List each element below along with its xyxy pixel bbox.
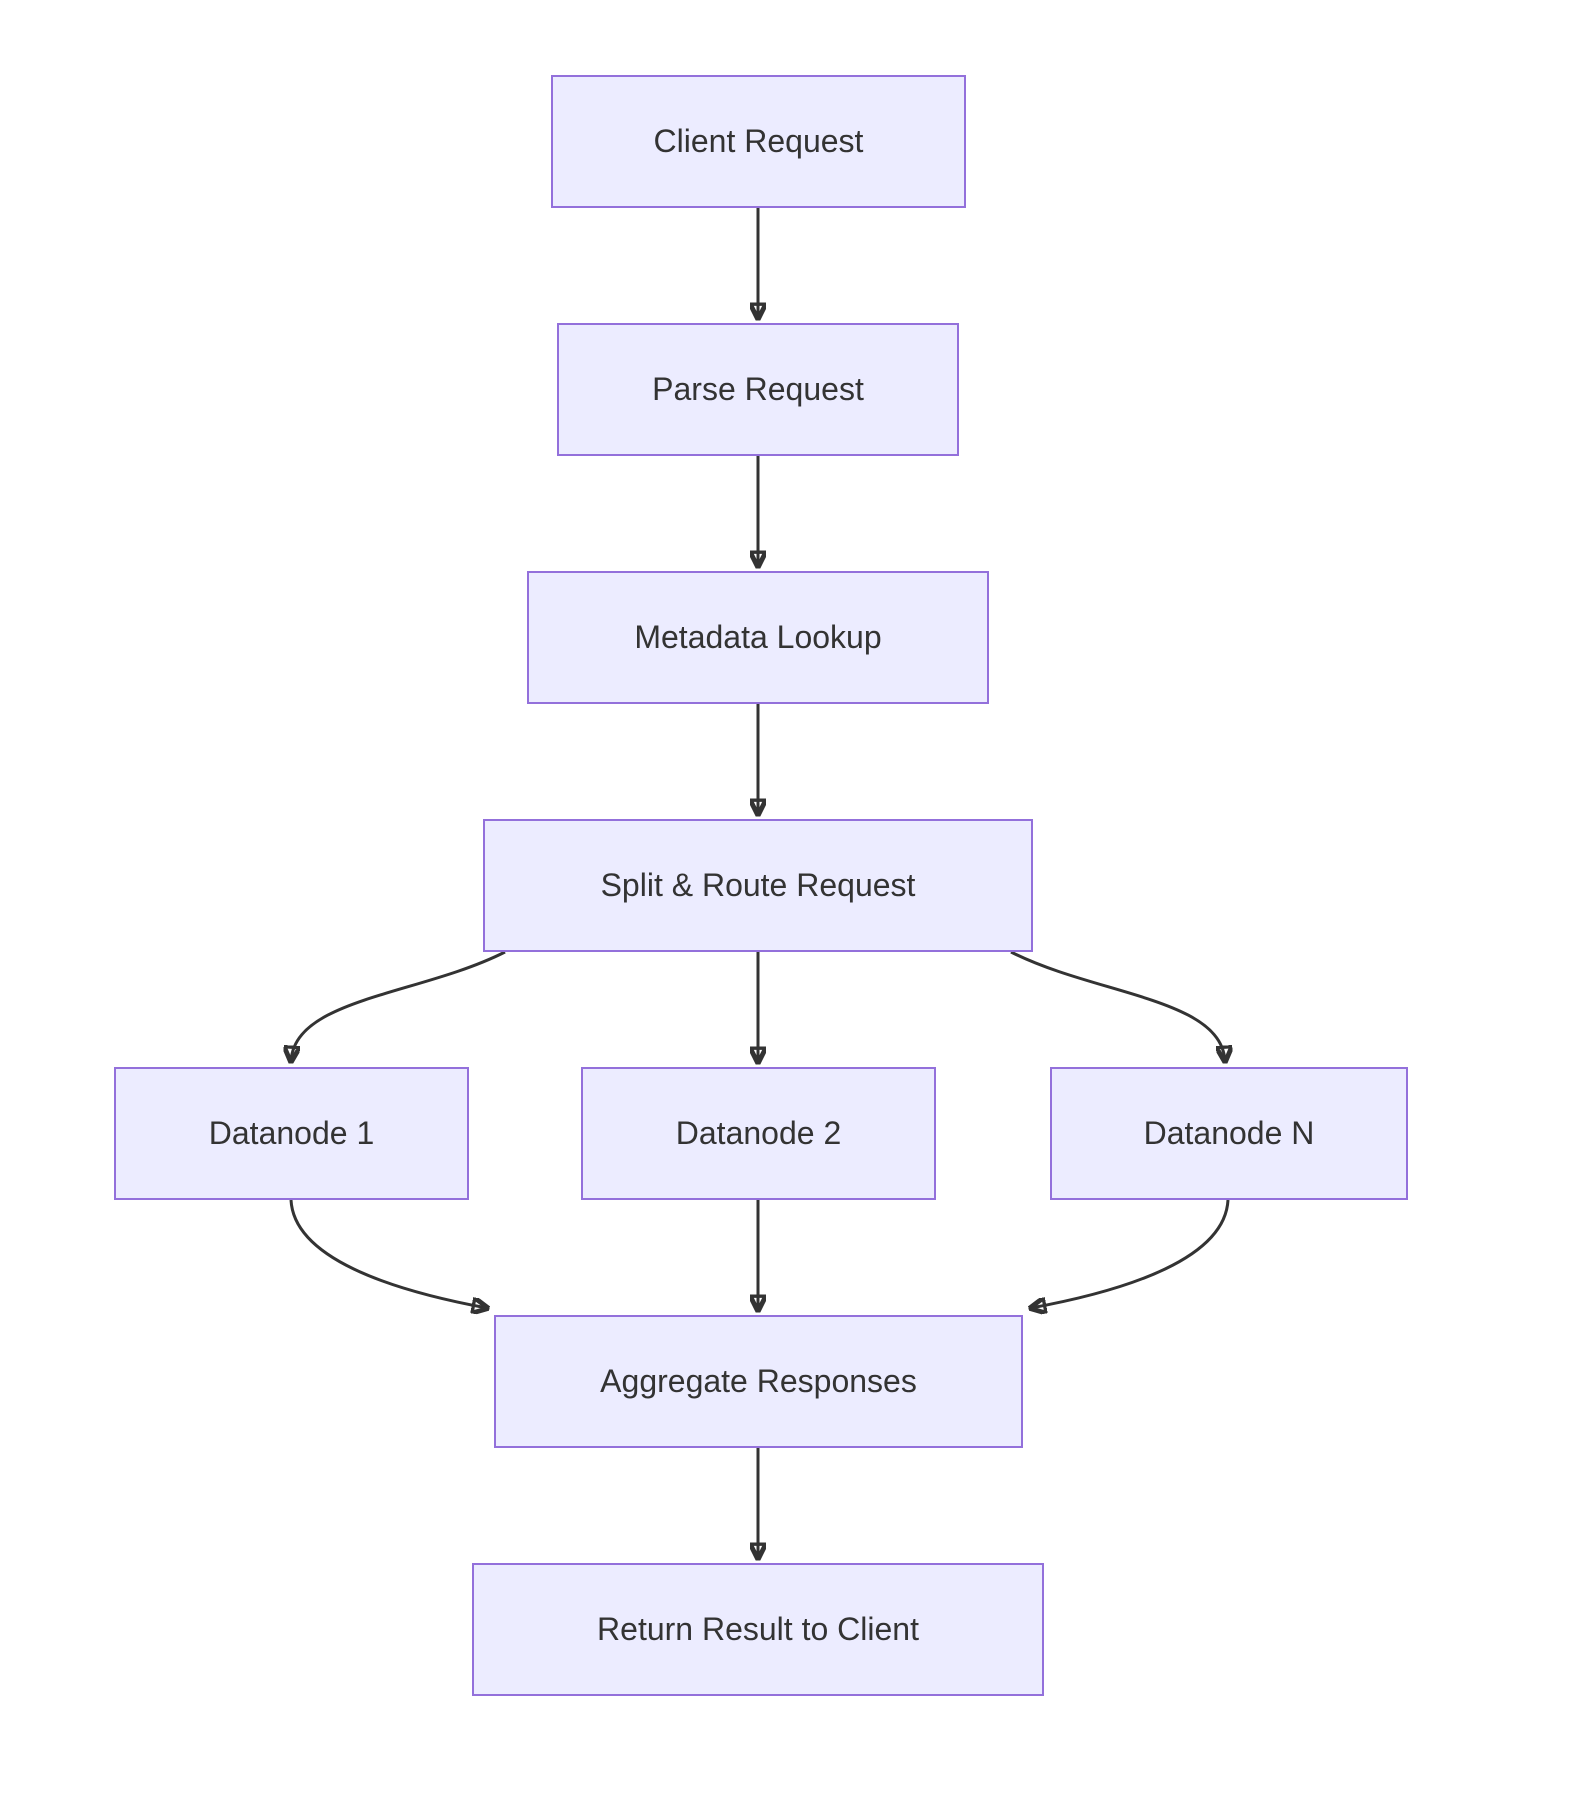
node-metadata-lookup: Metadata Lookup	[527, 571, 989, 704]
edge-datanodeN-to-aggregate	[1031, 1199, 1230, 1308]
node-datanode-n: Datanode N	[1050, 1067, 1408, 1200]
node-split-route-request: Split & Route Request	[483, 819, 1033, 952]
node-label: Datanode 2	[675, 1115, 842, 1151]
node-label: Return Result to Client	[597, 1611, 919, 1647]
node-label: Split & Route Request	[600, 867, 916, 903]
edge-datanode1-to-aggregate	[289, 1199, 487, 1308]
edge-split-to-datanodeN	[1010, 950, 1225, 1061]
node-label: Datanode N	[1143, 1115, 1315, 1151]
node-label: Datanode 1	[208, 1115, 375, 1151]
node-client-request: Client Request	[551, 75, 966, 208]
node-parse-request: Parse Request	[557, 323, 959, 456]
edge-split-to-datanode1	[291, 950, 506, 1061]
node-datanode-1: Datanode 1	[114, 1067, 469, 1200]
node-label: Aggregate Responses	[600, 1363, 917, 1399]
node-return-result: Return Result to Client	[472, 1563, 1044, 1696]
node-label: Parse Request	[652, 371, 864, 407]
node-datanode-2: Datanode 2	[581, 1067, 936, 1200]
node-aggregate-responses: Aggregate Responses	[494, 1315, 1023, 1448]
node-label: Client Request	[653, 123, 864, 159]
node-label: Metadata Lookup	[634, 619, 882, 655]
